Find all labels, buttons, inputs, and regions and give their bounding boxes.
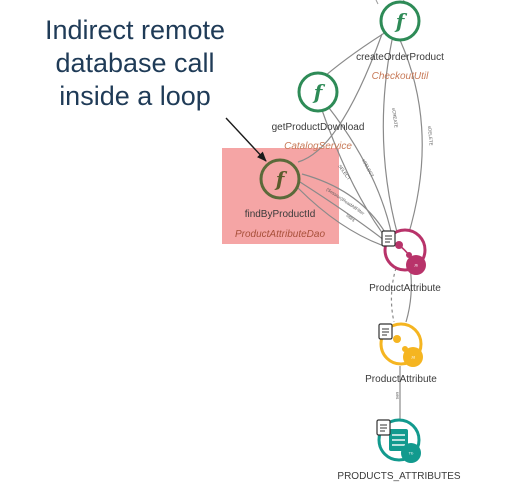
edge-label-3: sSELECT [361, 158, 375, 178]
edge-create-to-entity-b [382, 39, 399, 237]
edge-entity-to-class-a [390, 267, 397, 323]
badge-label: Jd [411, 355, 415, 360]
edge-label-2: sDELETE [427, 126, 434, 146]
function-glyph: f [394, 9, 408, 33]
node-get-product-download[interactable]: f getProductDownload CatalogService [272, 71, 365, 152]
function-icon [297, 71, 339, 113]
loop-highlight-box [222, 148, 339, 244]
edge-find-to-entity-b [299, 181, 385, 241]
node-label: PRODUCTS_ATTRIBUTES [337, 471, 460, 482]
function-icon [379, 0, 421, 42]
edge-create-to-entity-a [399, 39, 423, 237]
edges [297, 31, 423, 420]
node-label: createOrderProduct [356, 52, 444, 63]
edge-offscreen-left [375, 0, 379, 5]
node-find-by-product-id[interactable]: f findByProductId ProductAttributeDao [235, 158, 325, 240]
badge [406, 255, 426, 275]
node-sublabel: CatalogService [284, 141, 352, 152]
edge-label-7: ues [395, 392, 400, 400]
edge-entity-to-class-b [405, 265, 412, 323]
node-label: getProductDownload [272, 122, 365, 133]
node-sublabel: CheckoutUtil [372, 71, 429, 82]
node-product-attribute-class[interactable]: Jd ProductAttribute [365, 322, 437, 385]
node-label: findByProductId [245, 209, 316, 220]
function-glyph: f [312, 80, 326, 104]
node-label: ProductAttribute [365, 374, 437, 385]
edge-find-to-entity-c [297, 187, 385, 247]
function-icon [259, 158, 301, 200]
callout-arrow [225, 117, 267, 162]
class-dot [393, 335, 401, 343]
badge [403, 347, 423, 367]
badge [401, 443, 421, 463]
callout-text: Indirect remote database call inside a l… [44, 15, 226, 111]
node-product-attribute-entity[interactable]: Jb ProductAttribute [369, 228, 441, 294]
edge-find-to-entity-a [301, 173, 387, 235]
node-create-order-product[interactable]: f createOrderProduct CheckoutUtil [356, 0, 444, 82]
edge-label-6: uses [345, 213, 356, 223]
entity-connector [398, 244, 410, 256]
badge-label: Tb [409, 451, 414, 456]
badge-label: Jb [414, 263, 419, 268]
edge-create-to-find [297, 33, 383, 163]
function-glyph: f [274, 167, 288, 191]
edge-getdownload-to-entity-a [325, 103, 393, 237]
edge-label-1: sCREATE [391, 107, 399, 128]
node-products-attributes-table[interactable]: Tb PRODUCTS_ATTRIBUTES [337, 418, 461, 482]
node-sublabel: ProductAttributeDao [235, 229, 325, 240]
edge-getdownload-to-entity-b [321, 109, 387, 239]
node-label: ProductAttribute [369, 283, 441, 294]
